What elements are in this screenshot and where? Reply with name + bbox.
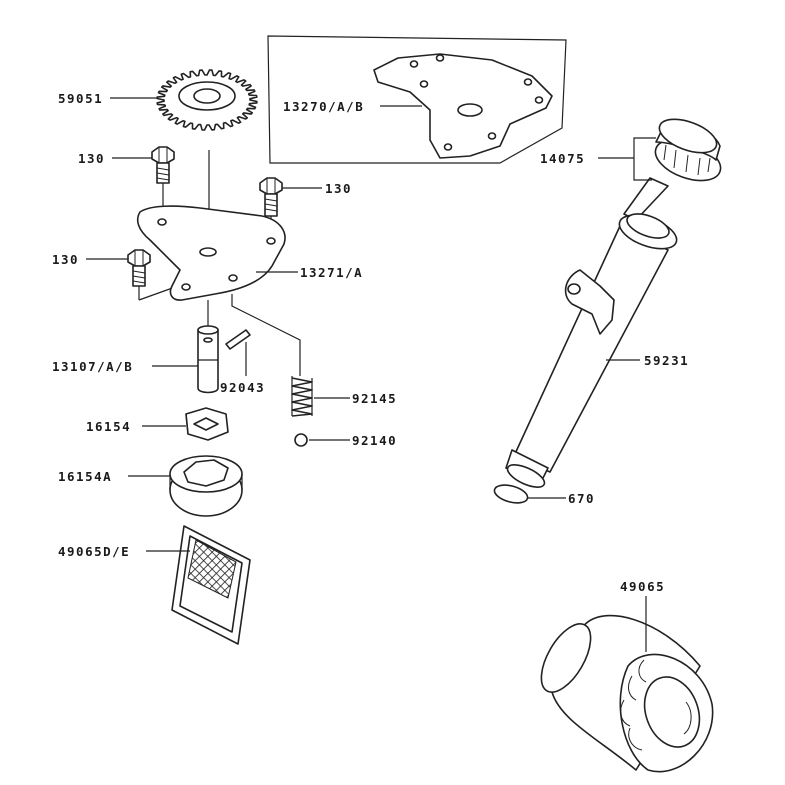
plate-to-spring-line	[231, 294, 301, 376]
bracket-dipstick	[633, 137, 656, 181]
dipstick-14075	[623, 118, 722, 221]
label-shaft: 13107/A/B	[52, 359, 133, 374]
label-plate: 13271/A	[300, 265, 363, 280]
filler-tube-59231	[505, 213, 678, 488]
label-bolt-top-left: 130	[78, 151, 105, 166]
label-bolt-top-right: 130	[325, 181, 352, 196]
bolt-top-right	[259, 177, 283, 238]
plate-13271	[136, 205, 286, 301]
label-dipstick: 14075	[540, 151, 585, 166]
label-o-ring: 670	[568, 491, 595, 506]
spring-92145	[291, 376, 313, 417]
bolt-top-left	[151, 146, 175, 222]
oil-filter-49065	[540, 614, 714, 773]
label-strainer: 49065D/E	[58, 544, 130, 559]
outer-rotor-16154A	[169, 455, 243, 517]
cover-plate-13270	[267, 35, 567, 164]
label-ball: 92140	[352, 433, 397, 448]
gear-59051	[156, 69, 258, 248]
inner-rotor-16154	[185, 407, 229, 441]
label-filler-tube: 59231	[644, 353, 689, 368]
o-ring-670	[493, 484, 529, 504]
shaft-13107	[197, 300, 219, 394]
label-gear: 59051	[58, 91, 103, 106]
label-inner-rotor: 16154	[86, 419, 131, 434]
label-oil-filter: 49065	[620, 579, 665, 594]
ball-92140	[294, 433, 308, 447]
label-bolt-left: 130	[52, 252, 79, 267]
label-spring: 92145	[352, 391, 397, 406]
label-pin: 92043	[220, 380, 265, 395]
label-cover-plate: 13270/A/B	[283, 99, 364, 114]
label-outer-rotor: 16154A	[58, 469, 112, 484]
strainer-49065D	[171, 525, 251, 645]
bolt-left	[127, 249, 186, 301]
pin-92043	[225, 329, 251, 376]
